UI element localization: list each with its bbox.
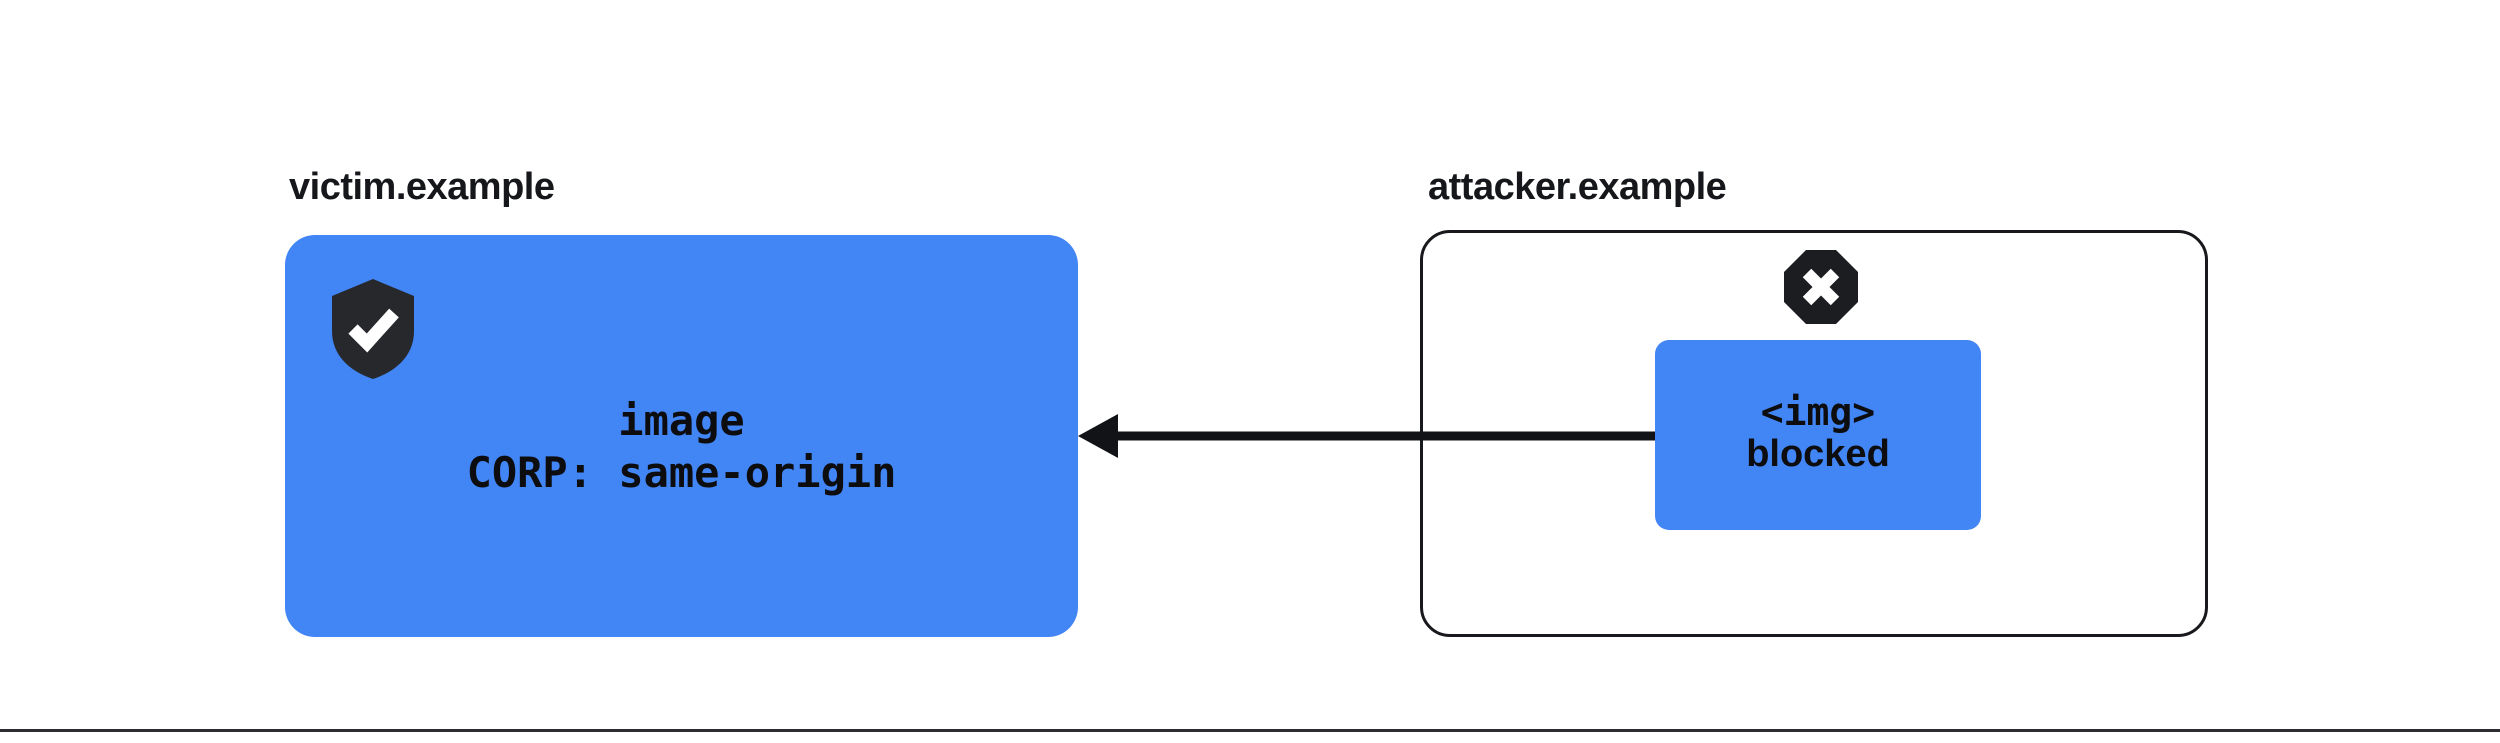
arrow-left-icon — [1060, 405, 1670, 467]
victim-resource-text: image CORP: same-origin — [285, 235, 1078, 637]
bottom-divider — [0, 729, 2500, 732]
attacker-img-node: <img> blocked — [1655, 340, 1981, 530]
victim-origin-label: victim.example — [289, 166, 555, 208]
shield-check-icon — [329, 277, 417, 381]
victim-resource-name: image — [618, 395, 745, 445]
attacker-img-status: blocked — [1746, 433, 1890, 476]
victim-origin-box: image CORP: same-origin — [285, 235, 1078, 637]
octagon-x-icon — [1782, 248, 1860, 326]
victim-corp-header: CORP: same-origin — [466, 448, 897, 497]
attacker-origin-label: attacker.example — [1428, 166, 1727, 208]
attacker-img-tag: <img> — [1760, 390, 1876, 435]
